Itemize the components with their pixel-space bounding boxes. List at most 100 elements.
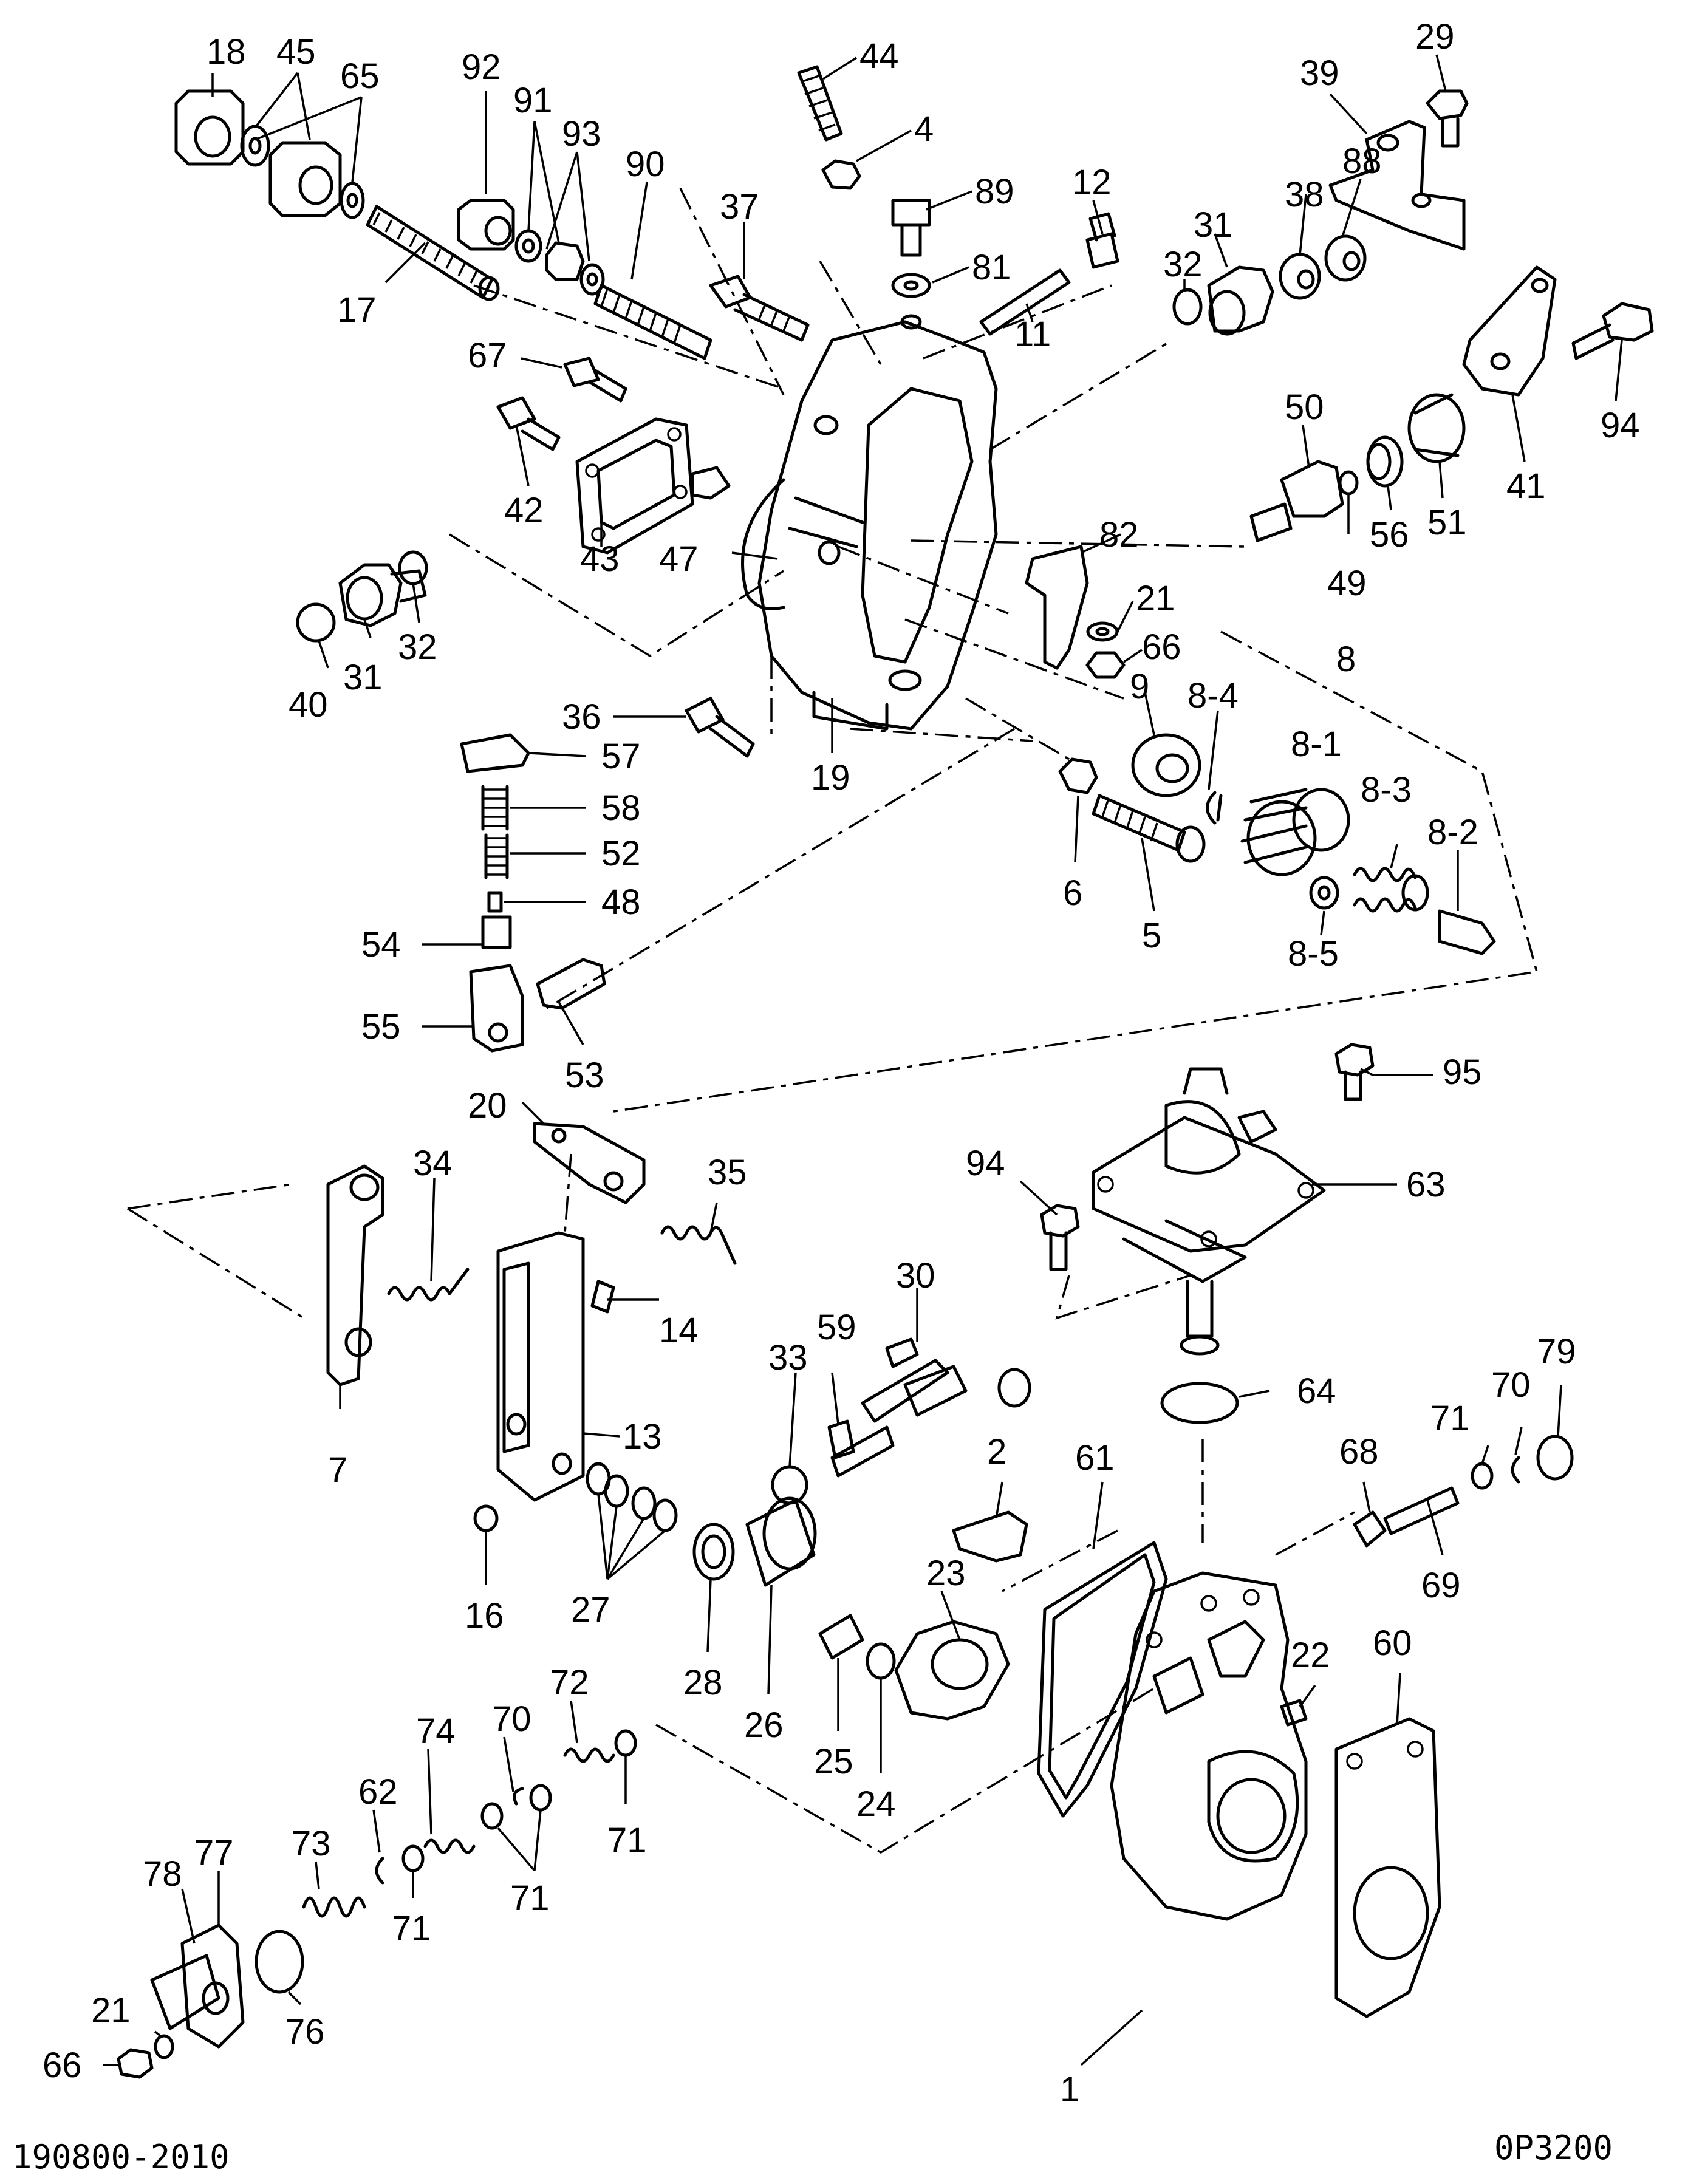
label-66-upper: 66 bbox=[1142, 627, 1181, 667]
part-19-housing bbox=[757, 314, 998, 731]
part-39-bracket bbox=[1328, 120, 1466, 251]
label-71-left: 71 bbox=[392, 1909, 431, 1948]
part-60-gasket bbox=[1334, 1717, 1441, 2018]
label-18: 18 bbox=[207, 32, 246, 72]
label-45: 45 bbox=[276, 32, 316, 72]
label-90: 90 bbox=[626, 145, 665, 184]
label-29: 29 bbox=[1415, 17, 1455, 56]
label-24: 24 bbox=[856, 1784, 896, 1824]
label-66-lower: 66 bbox=[43, 2046, 82, 2085]
label-21-upper: 21 bbox=[1136, 579, 1175, 618]
label-49: 49 bbox=[1327, 564, 1367, 603]
label-44: 44 bbox=[859, 36, 899, 76]
part-5-screw bbox=[1092, 794, 1206, 863]
label-54: 54 bbox=[361, 925, 401, 964]
label-88: 88 bbox=[1342, 142, 1382, 181]
label-64: 64 bbox=[1297, 1371, 1336, 1411]
label-14: 14 bbox=[659, 1311, 699, 1350]
label-55: 55 bbox=[361, 1007, 401, 1046]
label-37: 37 bbox=[720, 187, 759, 227]
label-47: 47 bbox=[659, 539, 699, 579]
label-67: 67 bbox=[468, 336, 507, 375]
label-62: 62 bbox=[358, 1772, 398, 1812]
part-31a-fitting bbox=[1207, 265, 1274, 336]
label-25: 25 bbox=[814, 1742, 853, 1781]
label-65: 65 bbox=[340, 56, 380, 96]
label-77: 77 bbox=[194, 1833, 234, 1872]
label-12: 12 bbox=[1072, 163, 1112, 202]
label-74: 74 bbox=[416, 1711, 456, 1751]
label-72: 72 bbox=[550, 1663, 589, 1702]
label-26: 26 bbox=[744, 1705, 784, 1745]
label-63: 63 bbox=[1406, 1165, 1446, 1204]
part-44-stud bbox=[797, 65, 843, 142]
label-13: 13 bbox=[623, 1417, 662, 1456]
part-61-gasket bbox=[1037, 1541, 1168, 1818]
label-95: 95 bbox=[1443, 1053, 1482, 1092]
label-91: 91 bbox=[513, 81, 553, 120]
part-89-bolt bbox=[891, 199, 931, 257]
label-17: 17 bbox=[337, 290, 377, 330]
label-61: 61 bbox=[1075, 1438, 1115, 1478]
part-90-screw bbox=[593, 284, 712, 360]
label-50: 50 bbox=[1285, 387, 1324, 427]
label-58: 58 bbox=[601, 788, 641, 828]
part-30-shaft bbox=[830, 1337, 968, 1478]
label-8-5: 8-5 bbox=[1288, 934, 1339, 974]
part-63-cover bbox=[1092, 1067, 1326, 1283]
assembly-dash-lines bbox=[127, 188, 1539, 1854]
part-8-1-bellows bbox=[1240, 788, 1350, 876]
footer-right-code: 0P3200 bbox=[1494, 2129, 1613, 2167]
part-77-78-flange bbox=[150, 1923, 245, 2049]
label-81: 81 bbox=[972, 248, 1011, 287]
label-27: 27 bbox=[571, 1590, 610, 1629]
part-50-fitting bbox=[1249, 460, 1344, 542]
label-89: 89 bbox=[975, 172, 1014, 211]
part-18-nut bbox=[174, 89, 245, 166]
label-71-right: 71 bbox=[1430, 1399, 1470, 1438]
label-68: 68 bbox=[1339, 1432, 1379, 1472]
part-31b-fitting bbox=[338, 563, 427, 627]
label-7: 7 bbox=[328, 1450, 347, 1490]
label-22: 22 bbox=[1291, 1636, 1330, 1675]
part-number-labels: 18 45 65 92 91 93 90 44 4 89 37 12 81 39… bbox=[43, 17, 1640, 2109]
label-2: 2 bbox=[987, 1432, 1006, 1472]
label-82: 82 bbox=[1099, 515, 1139, 555]
label-32-lower: 32 bbox=[398, 627, 437, 667]
label-79: 79 bbox=[1537, 1332, 1576, 1371]
label-28: 28 bbox=[683, 1663, 723, 1702]
label-78: 78 bbox=[143, 1854, 182, 1894]
part-92-nut bbox=[457, 199, 515, 251]
part-17-screw bbox=[366, 205, 500, 301]
label-5: 5 bbox=[1142, 916, 1161, 955]
label-8-1: 8-1 bbox=[1291, 725, 1342, 764]
part-12-plug bbox=[1085, 212, 1119, 269]
label-30: 30 bbox=[896, 1256, 935, 1295]
label-20: 20 bbox=[468, 1086, 507, 1125]
part-43-gasket bbox=[575, 417, 694, 555]
label-6: 6 bbox=[1063, 873, 1082, 913]
label-70-left: 70 bbox=[492, 1699, 531, 1739]
label-31-upper: 31 bbox=[1194, 205, 1233, 245]
label-33: 33 bbox=[768, 1338, 808, 1377]
part-29-bolt bbox=[1426, 89, 1469, 148]
label-70-right: 70 bbox=[1491, 1365, 1531, 1405]
label-56: 56 bbox=[1370, 515, 1409, 555]
label-23: 23 bbox=[926, 1554, 966, 1593]
label-57: 57 bbox=[601, 737, 641, 776]
part-41-plate bbox=[1462, 265, 1557, 397]
label-9: 9 bbox=[1130, 667, 1149, 706]
part-45-nut bbox=[268, 141, 342, 217]
part-23-flyweight bbox=[894, 1620, 1010, 1721]
label-8-2: 8-2 bbox=[1427, 813, 1478, 852]
label-94-lower: 94 bbox=[966, 1144, 1005, 1183]
leader-lines bbox=[103, 54, 1623, 2066]
label-69: 69 bbox=[1421, 1566, 1461, 1605]
label-39: 39 bbox=[1300, 53, 1339, 93]
label-11: 11 bbox=[1014, 315, 1051, 354]
part-1-pump-body bbox=[1110, 1571, 1308, 1921]
label-93: 93 bbox=[562, 114, 601, 154]
label-40: 40 bbox=[289, 685, 328, 725]
label-8: 8 bbox=[1336, 640, 1356, 679]
